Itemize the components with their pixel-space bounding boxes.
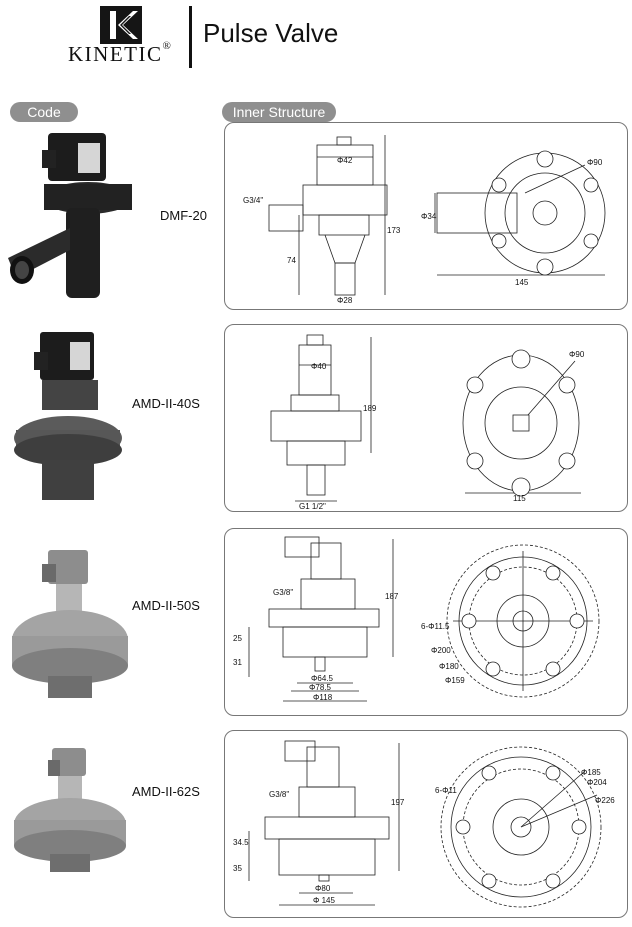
dim-label: 6-Φ11 — [435, 786, 457, 795]
model-label: AMD-II-62S — [132, 784, 200, 799]
dim-label: 189 — [363, 404, 377, 413]
dim-label: 187 — [385, 592, 399, 601]
valve-photo-amd-ii-40s — [14, 332, 122, 500]
dim-label: 6-Φ11.5 — [421, 622, 450, 631]
dim-label: Φ118 — [313, 693, 333, 702]
dim-label: G3/8" — [273, 588, 293, 597]
dim-label: 197 — [391, 798, 405, 807]
dim-label: Φ64.5 — [311, 674, 334, 683]
dim-label: 74 — [287, 256, 296, 265]
dim-label: Φ204 — [587, 778, 607, 787]
dim-label: Φ226 — [595, 796, 615, 805]
dim-label: Φ200 — [431, 646, 451, 655]
model-label: DMF-20 — [160, 208, 207, 223]
drawing-panel-amd-ii-40s: Φ40 189 G1 1/2" Φ90 115 — [224, 324, 628, 512]
model-label: AMD-II-40S — [132, 396, 200, 411]
brand-name: KINETIC® — [68, 40, 173, 66]
dim-label: G1 1/2" — [299, 502, 326, 511]
drawing-panel-amd-ii-62s: G3/8" 197 34.5 35 Φ80 Φ 145 Φ185 Φ204 Φ2… — [224, 730, 628, 918]
dim-label: Φ28 — [337, 296, 353, 305]
dim-label: 34.5 — [233, 838, 249, 847]
dim-label: Φ40 — [311, 362, 327, 371]
valve-photo-amd-ii-62s — [14, 748, 126, 872]
dim-label: Φ90 — [569, 350, 585, 359]
code-label: Code — [10, 102, 78, 122]
dim-label: 115 — [513, 494, 526, 503]
dim-label: 25 — [233, 634, 242, 643]
dim-label: 145 — [515, 278, 529, 287]
page-title: Pulse Valve — [203, 18, 339, 48]
dim-label: 35 — [233, 864, 242, 873]
dim-label: Φ34 — [421, 212, 437, 221]
dim-label: Φ180 — [439, 662, 459, 671]
dim-label: Φ90 — [587, 158, 603, 167]
dim-label: G3/8" — [269, 790, 289, 799]
drawing-panel-dmf-20: Φ42 G3/4" 173 74 Φ28 Φ90 Φ34 145 — [224, 122, 628, 310]
dim-label: Φ80 — [315, 884, 331, 893]
valve-photo-dmf-20 — [8, 133, 132, 298]
header-divider — [189, 6, 192, 68]
dim-label: Φ159 — [445, 676, 465, 685]
dim-label: 173 — [387, 226, 401, 235]
dim-label: G3/4" — [243, 196, 263, 205]
model-label: AMD-II-50S — [132, 598, 200, 613]
dim-label: Φ185 — [581, 768, 601, 777]
dim-label: Φ78.5 — [309, 683, 332, 692]
dim-label: Φ42 — [337, 156, 353, 165]
kinetic-logo-icon — [100, 6, 142, 44]
inner-structure-label: Inner Structure — [222, 102, 336, 122]
dim-label: Φ 145 — [313, 896, 336, 905]
valve-photo-amd-ii-50s — [12, 550, 128, 698]
drawing-panel-amd-ii-50s: G3/8" 187 25 31 Φ64.5 Φ78.5 Φ118 6-Φ11.5… — [224, 528, 628, 716]
dim-label: 31 — [233, 658, 242, 667]
